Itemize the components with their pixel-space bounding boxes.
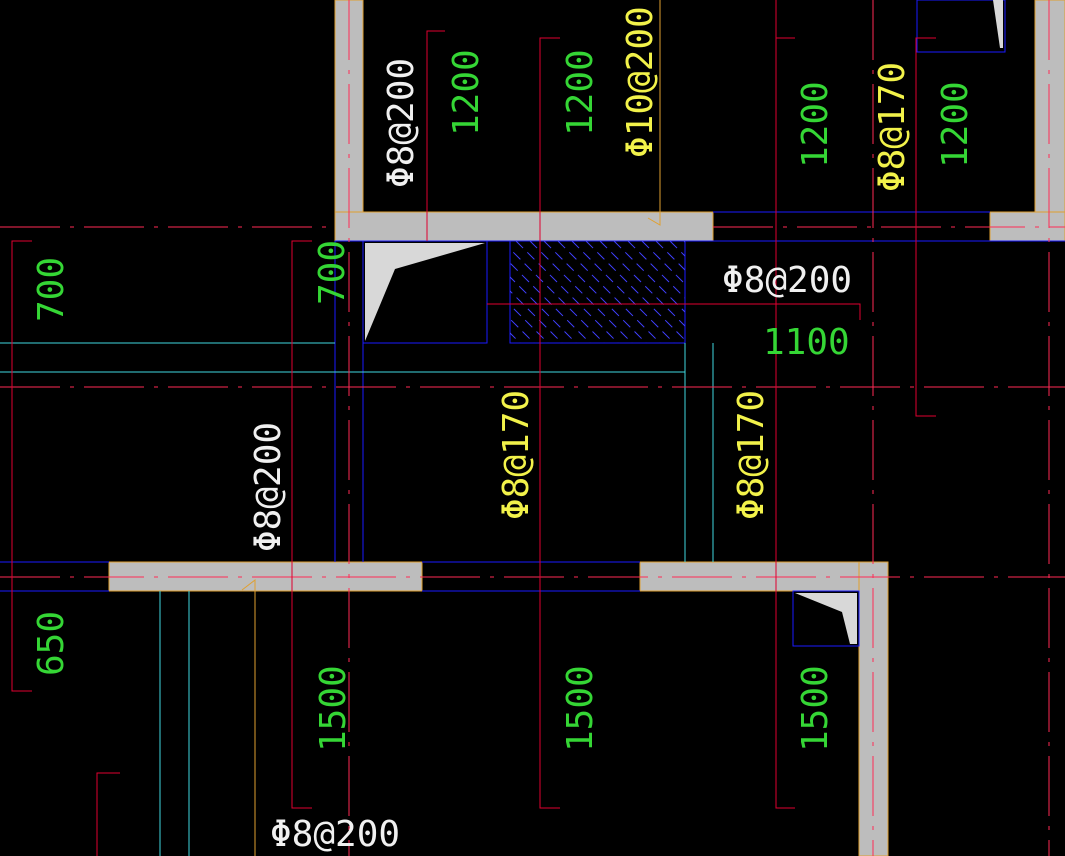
dim-1200-text: 1200 — [560, 49, 601, 136]
column-fill — [993, 0, 1003, 48]
dim-1200-text: 1200 — [935, 81, 976, 168]
hatch-line — [613, 241, 685, 313]
dim-1500-text: 1500 — [560, 665, 601, 752]
hatch-line — [510, 262, 591, 343]
hatch-line — [515, 241, 619, 343]
opening-box-upper-right — [916, 0, 1006, 53]
rebar-label: Φ8@200 — [248, 422, 289, 552]
dim-1500-text: 1500 — [313, 665, 354, 752]
hatch-line — [599, 241, 685, 327]
hatch-line — [641, 241, 685, 285]
wall-horizontal-upper — [334, 211, 714, 242]
hatch-line — [510, 276, 577, 343]
hatch-line — [529, 241, 633, 343]
dim-650-text: 650 — [31, 611, 72, 676]
dim-700-text: 700 — [31, 257, 72, 322]
hatched-block — [509, 240, 686, 344]
rebar-label: Φ8@200 — [381, 58, 422, 188]
hatch-line — [557, 241, 661, 343]
slab-edges — [0, 0, 1065, 647]
dim-1500-text: 1500 — [795, 665, 836, 752]
dim-700-text: 700 — [312, 240, 353, 305]
hatch-line — [510, 248, 605, 343]
wall-vertical-upper-right — [1034, 0, 1065, 242]
leader-lines — [241, 0, 661, 856]
column-fill — [365, 243, 485, 341]
rebar-label: Φ8@200 — [722, 260, 852, 301]
hatch-line — [571, 241, 675, 343]
hatch-line — [585, 241, 685, 341]
hatch-line — [510, 304, 549, 343]
hatch-line — [655, 241, 685, 271]
cyan-lines — [0, 342, 714, 856]
dim-1200-text: 1200 — [795, 81, 836, 168]
rebar-label: Φ8@170 — [496, 390, 537, 520]
dimension-brackets — [11, 0, 936, 856]
rebar-label: Φ8@170 — [731, 390, 772, 520]
column-fills — [365, 0, 1003, 644]
column-box-lower-right — [792, 590, 860, 647]
hatch-line — [627, 241, 685, 299]
hatch-line — [543, 241, 647, 343]
rebar-texts: Φ8@200 Φ10@200 Φ8@170 Φ8@200 Φ8@200 Φ8@1… — [248, 6, 913, 855]
column-fill — [795, 593, 857, 644]
dimension-texts: 1200 1200 1200 1200 700 700 1100 650 150… — [31, 49, 976, 752]
column-box-left — [362, 240, 488, 344]
hatch-line — [510, 290, 563, 343]
rebar-label: Φ8@170 — [872, 62, 913, 192]
dim-1100-text: 1100 — [763, 322, 850, 363]
hatch-line — [510, 318, 535, 343]
rebar-label: Φ10@200 — [620, 6, 661, 158]
dim-1200-text: 1200 — [446, 49, 487, 136]
rebar-label: Φ8@200 — [270, 814, 400, 855]
